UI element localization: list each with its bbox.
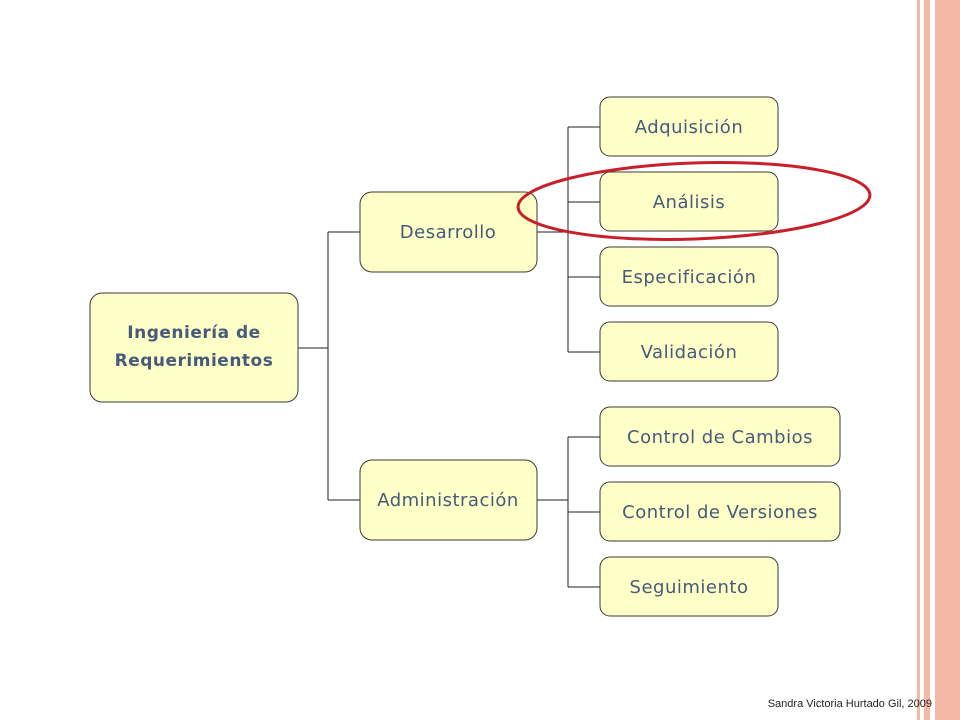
- node-label: Validación: [641, 342, 738, 363]
- node-label: Análisis: [653, 192, 726, 213]
- node-label: Adquisición: [635, 117, 743, 138]
- node-especificacion: Especificación: [599, 246, 779, 307]
- node-label-line: Requerimientos: [115, 351, 274, 371]
- node-label: Control de Cambios: [627, 427, 813, 448]
- node-label: Especificación: [622, 267, 757, 288]
- connector-desarrollo: [537, 126, 600, 353]
- node-analisis: Análisis: [599, 171, 779, 232]
- node-label: Desarrollo: [400, 222, 496, 243]
- connector-root: [298, 231, 360, 501]
- node-label: Control de Versiones: [622, 502, 818, 523]
- node-administracion: Administración: [359, 459, 538, 541]
- connector-administracion: [537, 436, 600, 588]
- node-validacion: Validación: [599, 321, 779, 382]
- node-label-line: Ingeniería de: [127, 323, 260, 343]
- node-seguimiento: Seguimiento: [599, 556, 779, 617]
- footer-credit: Sandra Victoria Hurtado Gil, 2009: [767, 698, 932, 710]
- node-control-de-versiones: Control de Versiones: [599, 481, 841, 542]
- node-ingenieria-de-requerimientos: Ingeniería de Requerimientos: [89, 292, 299, 403]
- node-adquisicion: Adquisición: [599, 96, 779, 157]
- node-label: Administración: [377, 490, 519, 511]
- highlight-ellipse: [516, 161, 872, 241]
- node-label: Seguimiento: [630, 577, 749, 598]
- node-desarrollo: Desarrollo: [359, 191, 538, 273]
- node-control-de-cambios: Control de Cambios: [599, 406, 841, 467]
